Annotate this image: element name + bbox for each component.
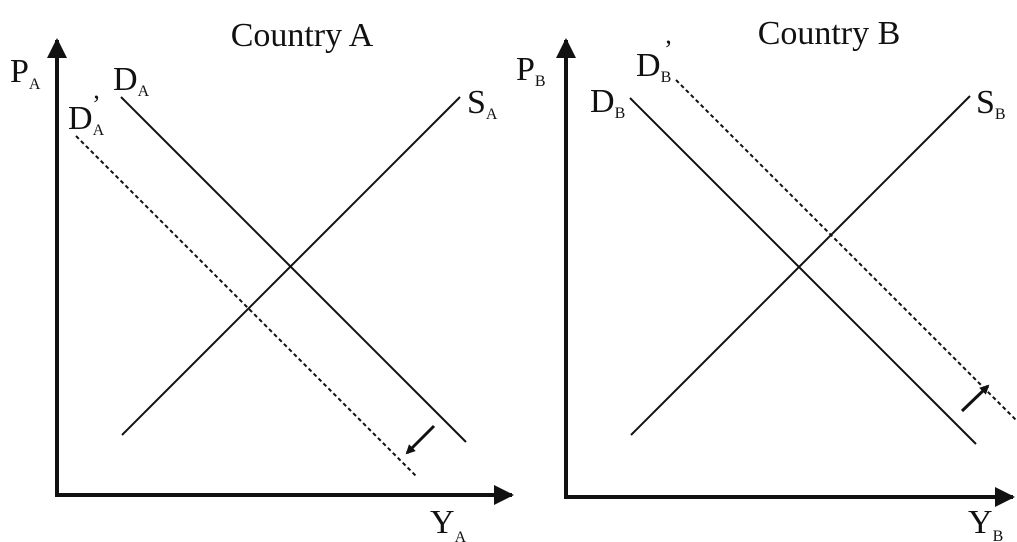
prime-mark: ’ bbox=[664, 35, 673, 64]
shift-arrow-icon bbox=[405, 424, 436, 455]
demand-label: DB bbox=[590, 83, 625, 122]
supply-curve bbox=[630, 95, 971, 436]
supply-label: SA bbox=[467, 84, 498, 123]
shifted-demand-curve bbox=[75, 135, 417, 477]
shift-arrow-icon bbox=[960, 384, 990, 413]
demand-label: DA bbox=[113, 61, 150, 100]
prime-mark: ’ bbox=[92, 90, 101, 119]
shifted-demand-label: DB bbox=[636, 47, 671, 86]
demand-curve bbox=[120, 96, 467, 443]
price-axis-label: PA bbox=[10, 53, 41, 93]
panel-title: Country B bbox=[758, 15, 901, 52]
output-axis-label: YA bbox=[430, 504, 467, 542]
supply-curve bbox=[121, 96, 461, 436]
demand-curve bbox=[629, 97, 977, 445]
panel-country-b: Country B PB YB DB DB ’ SB bbox=[516, 15, 1017, 542]
shifted-demand-curve bbox=[675, 79, 1017, 422]
output-axis-label: YB bbox=[968, 504, 1003, 542]
supply-label: SB bbox=[976, 84, 1006, 123]
price-axis-label: PB bbox=[516, 51, 546, 90]
shifted-demand-label: DA bbox=[68, 100, 105, 139]
panel-country-a: Country A PA YA DA DA ’ SA bbox=[10, 17, 514, 542]
panel-title: Country A bbox=[231, 17, 374, 54]
